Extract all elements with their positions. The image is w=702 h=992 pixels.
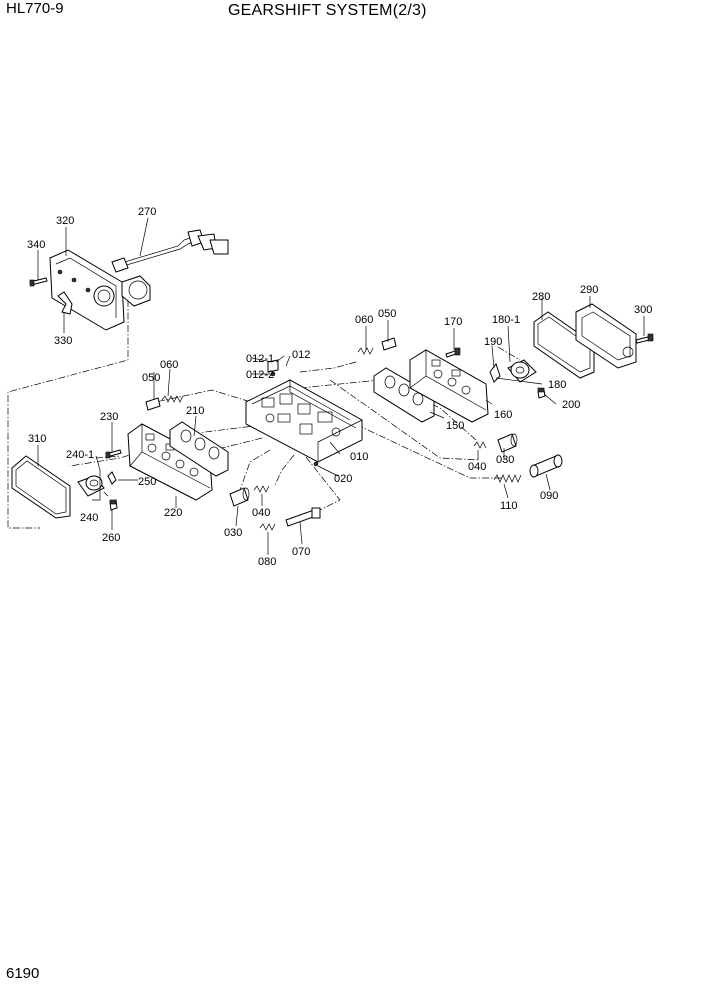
part-180-solenoid[interactable]: [507, 359, 537, 383]
label-040-center: 040: [252, 507, 270, 519]
label-012-2: 012-2: [246, 369, 274, 381]
part-340-bolt[interactable]: [29, 277, 48, 287]
label-180: 180: [548, 379, 566, 391]
part-070-piston[interactable]: [285, 507, 321, 527]
label-012: 012: [292, 349, 310, 361]
label-220: 220: [164, 507, 182, 519]
part-160-valve-body[interactable]: [409, 349, 489, 423]
label-240: 240: [80, 512, 98, 524]
label-320: 320: [56, 215, 74, 227]
part-040-spring-center[interactable]: [253, 485, 270, 493]
part-050-plug-right[interactable]: [381, 337, 397, 351]
label-280: 280: [532, 291, 550, 303]
part-080-spring[interactable]: [259, 523, 276, 531]
part-012-plug[interactable]: [267, 359, 279, 373]
label-150: 150: [446, 420, 464, 432]
label-300: 300: [634, 304, 652, 316]
label-030-center: 030: [224, 527, 242, 539]
label-020: 020: [334, 473, 352, 485]
part-280-gasket[interactable]: [533, 311, 595, 379]
part-060-spring-left[interactable]: [161, 395, 184, 403]
label-250: 250: [138, 476, 156, 488]
part-060-spring-right[interactable]: [357, 347, 374, 355]
label-160: 160: [494, 409, 512, 421]
label-060-right: 060: [355, 314, 373, 326]
part-050-plug-left[interactable]: [145, 397, 161, 411]
label-060-left: 060: [160, 359, 178, 371]
part-230-bolt[interactable]: [105, 449, 122, 459]
label-040-right: 040: [468, 461, 486, 473]
label-340: 340: [27, 239, 45, 251]
label-180-1: 180-1: [492, 314, 520, 326]
label-230: 230: [100, 411, 118, 423]
label-110: 110: [500, 500, 518, 512]
label-200: 200: [562, 399, 580, 411]
part-300-bolt[interactable]: [635, 333, 654, 344]
label-310: 310: [28, 433, 46, 445]
part-190-retainer[interactable]: [489, 362, 501, 383]
part-330-clip[interactable]: [57, 291, 73, 315]
part-310-gasket[interactable]: [11, 455, 71, 519]
label-170: 170: [444, 316, 462, 328]
part-240-solenoid[interactable]: [77, 475, 105, 497]
label-050-left: 050: [142, 372, 160, 384]
part-090-piston[interactable]: [529, 454, 563, 478]
label-050-right: 050: [378, 308, 396, 320]
part-040-spring-right[interactable]: [473, 441, 487, 449]
part-020-ball[interactable]: [313, 461, 319, 467]
part-010-housing[interactable]: [245, 379, 363, 463]
label-090: 090: [540, 490, 558, 502]
part-030-plug-right[interactable]: [497, 433, 518, 453]
part-170-bolt[interactable]: [445, 347, 461, 358]
label-260: 260: [102, 532, 120, 544]
label-030-right: 030: [496, 454, 514, 466]
label-190: 190: [484, 336, 502, 348]
label-270: 270: [138, 206, 156, 218]
part-320-cover[interactable]: [49, 249, 151, 331]
page-title: GEARSHIFT SYSTEM(2/3): [228, 2, 427, 19]
part-030-plug-center[interactable]: [229, 487, 250, 507]
label-240-1: 240-1: [66, 449, 94, 461]
label-070: 070: [292, 546, 310, 558]
label-330: 330: [54, 335, 72, 347]
label-080: 080: [258, 556, 276, 568]
label-210: 210: [186, 405, 204, 417]
label-010: 010: [350, 451, 368, 463]
part-150-gasket[interactable]: [373, 367, 435, 423]
model-number: HL770-9: [6, 0, 64, 17]
label-012-1: 012-1: [246, 353, 274, 365]
part-210-gasket[interactable]: [169, 421, 229, 477]
label-290: 290: [580, 284, 598, 296]
leader-lines: [37, 217, 645, 555]
part-250-seal[interactable]: [107, 471, 117, 485]
page-number: 6190: [6, 965, 40, 982]
part-labels: 270 320 340 330 060 050 012-1 012-2 012 …: [27, 206, 652, 568]
part-110-spring[interactable]: [493, 474, 522, 483]
part-200-bolt[interactable]: [537, 387, 546, 399]
part-290-cover[interactable]: [575, 303, 637, 369]
part-220-valve-body[interactable]: [127, 423, 213, 501]
part-260-bolt[interactable]: [109, 499, 118, 511]
part-270-wiring-harness[interactable]: [111, 229, 229, 273]
